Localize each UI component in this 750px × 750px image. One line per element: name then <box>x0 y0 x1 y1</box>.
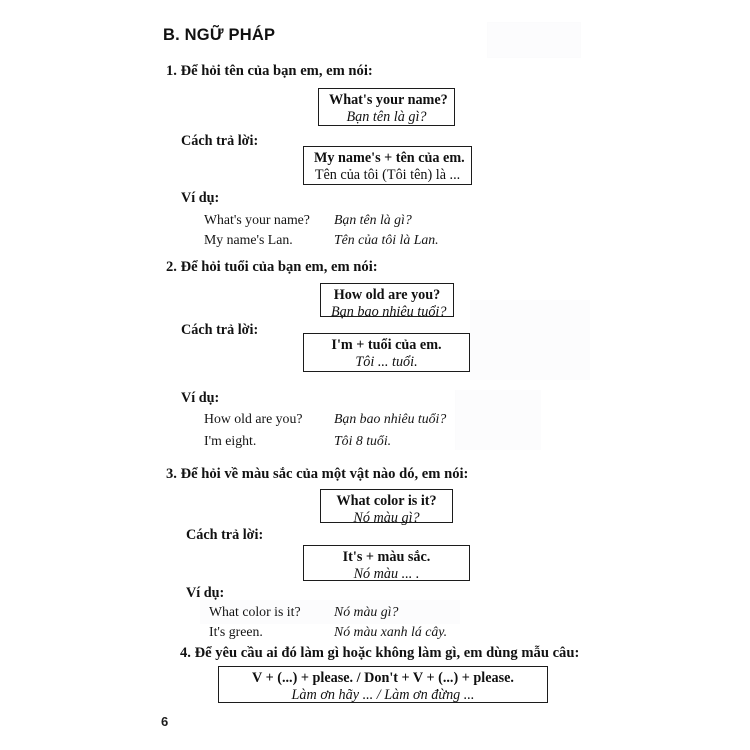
example-english: How old are you? <box>204 411 303 426</box>
answer-box-1-vietnamese: Tên của tôi (Tôi tên) là ... <box>314 167 461 184</box>
answer-box-3: It's + màu sắc. Nó màu ... . <box>303 545 470 583</box>
example-vietnamese: Nó màu gì? <box>334 604 399 619</box>
question-box-3-english: What color is it? <box>336 493 437 509</box>
example-english: My name's Lan. <box>204 232 293 247</box>
example-english: What's your name? <box>204 212 310 227</box>
answer-box-2-vietnamese: Tôi ... tuổi. <box>355 354 418 371</box>
example-vietnamese: Bạn tên là gì? <box>334 212 412 227</box>
page-show-through-artifact <box>455 390 541 450</box>
answer-box-1: My name's + tên của em. Tên của tôi (Tôi… <box>303 146 472 185</box>
page-show-through-artifact <box>470 300 590 380</box>
page-number: 6 <box>161 714 169 729</box>
answer-label-2: Cách trả lời: <box>181 322 259 338</box>
question-heading-2: 2. Để hỏi tuổi của bạn em, em nói: <box>166 259 378 275</box>
example-english: It's green. <box>209 624 263 639</box>
example-label-2: Ví dụ: <box>181 390 220 406</box>
example-vietnamese: Tên của tôi là Lan. <box>334 232 439 247</box>
question-box-3-vietnamese: Nó màu gì? <box>353 510 420 527</box>
answer-box-3-vietnamese: Nó màu ... . <box>353 566 420 583</box>
answer-box-3-english: It's + màu sắc. <box>342 549 431 565</box>
question-box-4-vietnamese: Làm ơn hãy ... / Làm ơn đừng ... <box>291 687 475 704</box>
question-box-4-english: V + (...) + please. / Don't + V + (...) … <box>252 670 514 686</box>
answer-box-2: I'm + tuổi của em. Tôi ... tuổi. <box>303 333 470 372</box>
example-vietnamese: Bạn bao nhiêu tuổi? <box>334 411 447 426</box>
page-show-through-artifact <box>487 22 581 58</box>
question-heading-3: 3. Để hỏi về màu sắc của một vật nào dó,… <box>166 466 469 482</box>
question-box-3: What color is it? Nó màu gì? <box>320 489 453 526</box>
question-box-2-vietnamese: Bạn bao nhiêu tuổi? <box>331 304 447 321</box>
question-box-2-english: How old are you? <box>333 287 441 303</box>
section-title: B. NGỮ PHÁP <box>163 26 276 44</box>
example-english: I'm eight. <box>204 433 257 448</box>
question-heading-4: 4. Để yêu cầu ai đó làm gì hoặc không là… <box>180 645 580 661</box>
question-box-2: How old are you? Bạn bao nhiêu tuổi? <box>320 283 454 320</box>
question-heading-1: 1. Để hỏi tên của bạn em, em nói: <box>166 63 373 79</box>
question-box-1-vietnamese: Bạn tên là gì? <box>346 109 427 126</box>
question-box-1: What's your name? Bạn tên là gì? <box>318 88 455 126</box>
answer-label-1: Cách trả lời: <box>181 133 259 149</box>
example-vietnamese: Nó màu xanh lá cây. <box>334 624 448 639</box>
example-english: What color is it? <box>209 604 301 619</box>
answer-box-1-english: My name's + tên của em. <box>314 150 465 166</box>
question-box-1-english: What's your name? <box>329 92 448 108</box>
answer-label-3: Cách trả lời: <box>186 527 264 543</box>
question-box-4: V + (...) + please. / Don't + V + (...) … <box>218 666 548 703</box>
answer-box-2-english: I'm + tuổi của em. <box>331 337 442 353</box>
example-vietnamese: Tôi 8 tuổi. <box>334 433 392 448</box>
example-label-1: Ví dụ: <box>181 190 220 206</box>
example-label-3: Ví dụ: <box>186 585 225 601</box>
